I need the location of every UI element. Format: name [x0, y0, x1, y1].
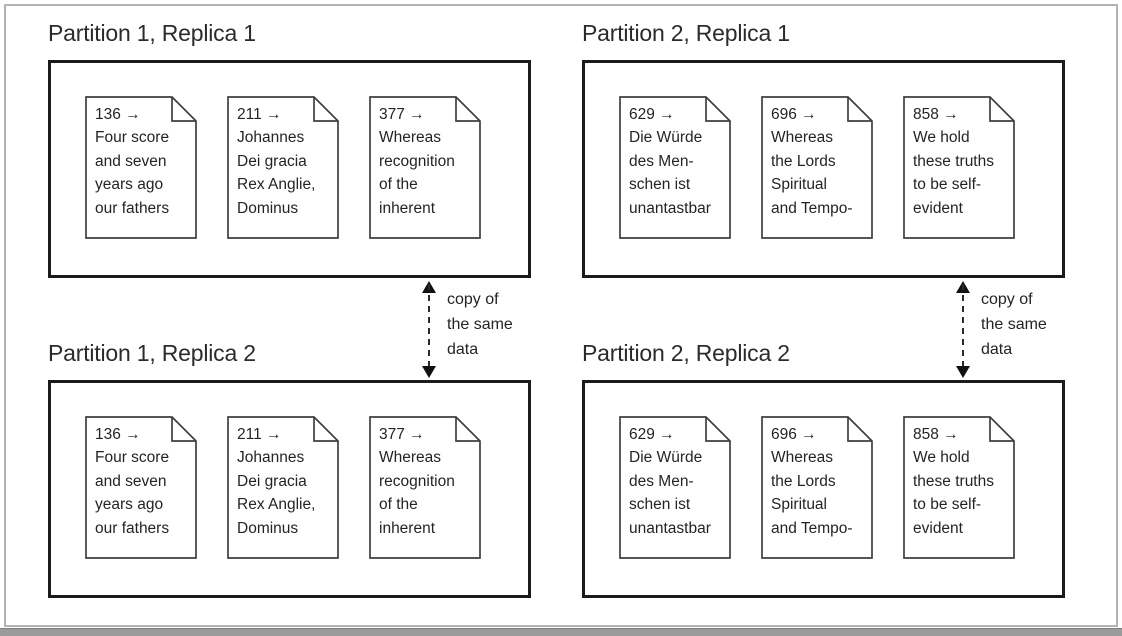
document-content: 858 → We hold these truths to be self- e…	[903, 416, 1015, 540]
replication-connector-left: copy of the same data	[421, 281, 513, 378]
document-page-icon	[903, 416, 1015, 559]
panel-partition2-replica2: Partition 2, Replica 2 629 → Die Würde d…	[582, 340, 1065, 600]
document-key: 629 →	[629, 426, 675, 443]
panel-title: Partition 2, Replica 2	[582, 340, 790, 366]
bottom-edge-bar	[0, 628, 1122, 636]
document-card: 377 → Whereas recognition of the inheren…	[369, 96, 481, 239]
partition-box: 629 → Die Würde des Men- schen ist unant…	[582, 380, 1065, 598]
document-content: 696 → Whereas the Lords Spiritual and Te…	[761, 416, 873, 540]
document-key: 211 →	[237, 106, 282, 123]
document-card: 629 → Die Würde des Men- schen ist unant…	[619, 96, 731, 239]
document-key: 696 →	[771, 426, 817, 443]
arrow-down-icon	[422, 366, 436, 378]
dashed-line	[428, 284, 430, 375]
document-page-icon	[227, 96, 339, 239]
document-text: Four score and seven years ago our fathe…	[95, 449, 170, 537]
document-content: 211 → Johannes Dei gracia Rex Anglie, Do…	[227, 96, 339, 220]
document-content: 136 → Four score and seven years ago our…	[85, 96, 197, 220]
partition-box: 136 → Four score and seven years ago our…	[48, 60, 531, 278]
connector-label: copy of the same data	[981, 291, 1047, 358]
document-key: 377 →	[379, 426, 425, 443]
document-card: 377 → Whereas recognition of the inheren…	[369, 416, 481, 559]
partition-box: 629 → Die Würde des Men- schen ist unant…	[582, 60, 1065, 278]
document-content: 629 → Die Würde des Men- schen ist unant…	[619, 416, 731, 540]
document-card: 858 → We hold these truths to be self- e…	[903, 416, 1015, 559]
document-page-icon	[85, 96, 197, 239]
document-page-icon	[761, 96, 873, 239]
document-text: Whereas recognition of the inherent	[379, 449, 455, 537]
document-key: 858 →	[913, 426, 959, 443]
panel-title: Partition 2, Replica 1	[582, 20, 790, 46]
document-page-icon	[369, 416, 481, 559]
document-text: We hold these truths to be self- evident	[913, 449, 994, 537]
document-page-icon	[619, 416, 731, 559]
document-page-icon	[761, 416, 873, 559]
document-text: Four score and seven years ago our fathe…	[95, 129, 170, 217]
panel-title: Partition 1, Replica 2	[48, 340, 256, 366]
panel-partition1-replica2: Partition 1, Replica 2 136 → Four score …	[48, 340, 531, 600]
document-content: 211 → Johannes Dei gracia Rex Anglie, Do…	[227, 416, 339, 540]
document-card: 696 → Whereas the Lords Spiritual and Te…	[761, 96, 873, 239]
panel-title: Partition 1, Replica 1	[48, 20, 256, 46]
document-page-icon	[619, 96, 731, 239]
document-key: 377 →	[379, 106, 425, 123]
document-text: Johannes Dei gracia Rex Anglie, Dominus	[237, 449, 316, 537]
document-text: Whereas recognition of the inherent	[379, 129, 455, 217]
document-card: 211 → Johannes Dei gracia Rex Anglie, Do…	[227, 416, 339, 559]
document-key: 858 →	[913, 106, 959, 123]
document-text: Johannes Dei gracia Rex Anglie, Dominus	[237, 129, 316, 217]
dashed-line	[962, 284, 964, 375]
document-text: Die Würde des Men- schen ist unantastbar	[629, 449, 711, 537]
document-content: 136 → Four score and seven years ago our…	[85, 416, 197, 540]
document-text: Whereas the Lords Spiritual and Tempo-	[771, 449, 853, 537]
document-content: 629 → Die Würde des Men- schen ist unant…	[619, 96, 731, 220]
document-page-icon	[903, 96, 1015, 239]
document-page-icon	[85, 416, 197, 559]
document-page-icon	[227, 416, 339, 559]
document-text: We hold these truths to be self- evident	[913, 129, 994, 217]
document-card: 858 → We hold these truths to be self- e…	[903, 96, 1015, 239]
document-text: Whereas the Lords Spiritual and Tempo-	[771, 129, 853, 217]
document-content: 377 → Whereas recognition of the inheren…	[369, 416, 481, 540]
arrow-down-icon	[956, 366, 970, 378]
connector-label: copy of the same data	[447, 291, 513, 358]
document-card: 211 → Johannes Dei gracia Rex Anglie, Do…	[227, 96, 339, 239]
document-text: Die Würde des Men- schen ist unantastbar	[629, 129, 711, 217]
panel-partition2-replica1: Partition 2, Replica 1 629 → Die Würde d…	[582, 20, 1065, 280]
document-card: 696 → Whereas the Lords Spiritual and Te…	[761, 416, 873, 559]
document-content: 858 → We hold these truths to be self- e…	[903, 96, 1015, 220]
document-key: 629 →	[629, 106, 675, 123]
document-content: 696 → Whereas the Lords Spiritual and Te…	[761, 96, 873, 220]
partition-box: 136 → Four score and seven years ago our…	[48, 380, 531, 598]
document-key: 696 →	[771, 106, 817, 123]
replication-connector-right: copy of the same data	[955, 281, 1047, 378]
document-key: 211 →	[237, 426, 282, 443]
document-content: 377 → Whereas recognition of the inheren…	[369, 96, 481, 220]
document-page-icon	[369, 96, 481, 239]
panel-partition1-replica1: Partition 1, Replica 1 136 → Four score …	[48, 20, 531, 280]
document-card: 136 → Four score and seven years ago our…	[85, 416, 197, 559]
document-key: 136 →	[95, 426, 141, 443]
document-card: 629 → Die Würde des Men- schen ist unant…	[619, 416, 731, 559]
document-card: 136 → Four score and seven years ago our…	[85, 96, 197, 239]
document-key: 136 →	[95, 106, 141, 123]
